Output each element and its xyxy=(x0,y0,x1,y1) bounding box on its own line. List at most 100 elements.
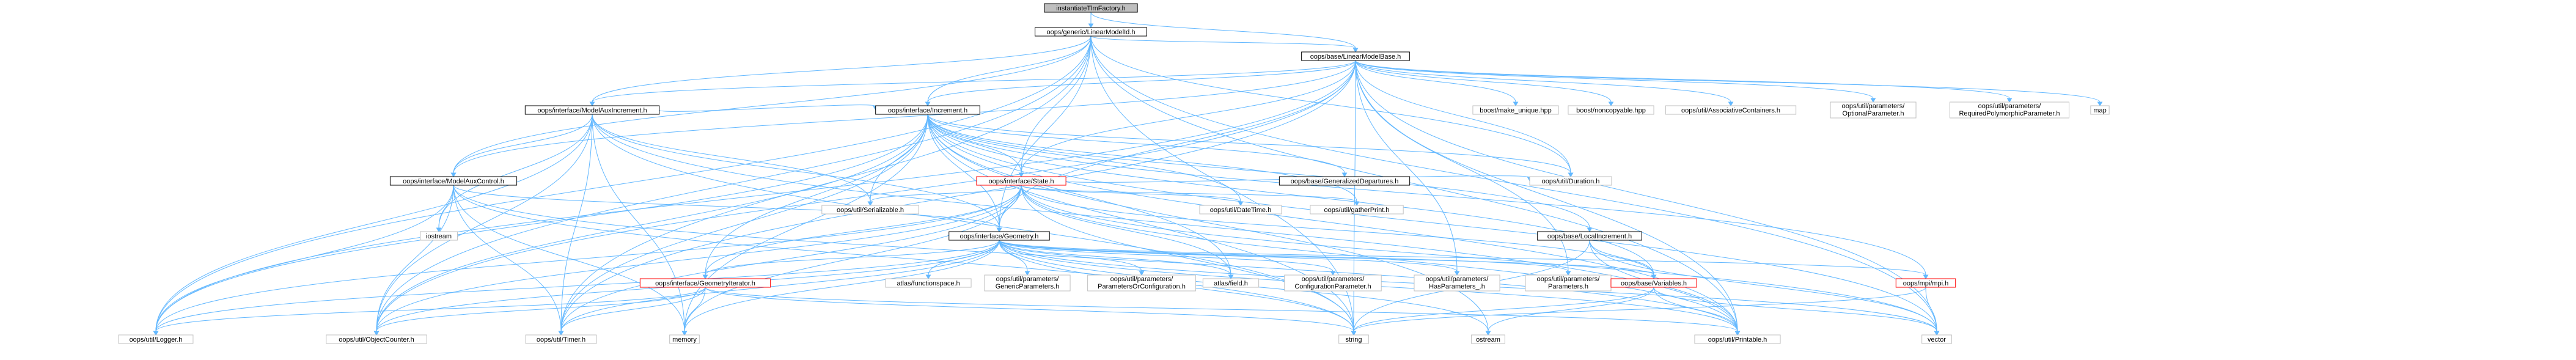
node-linear-model-id[interactable]: oops/generic/LinearModelId.h xyxy=(1035,27,1147,37)
node-gather-print[interactable]: oops/util/gatherPrint.h xyxy=(1310,205,1404,215)
node-label: ConfigurationParameter.h xyxy=(1294,283,1371,290)
node-box xyxy=(1895,278,1956,288)
node-label: oops/interface/Geometry.h xyxy=(960,233,1039,240)
node-box xyxy=(1414,274,1500,292)
node-box xyxy=(1284,274,1382,292)
node-box xyxy=(326,334,427,344)
node-label: oops/util/AssociativeContainers.h xyxy=(1681,107,1780,114)
node-iostream[interactable]: iostream xyxy=(420,231,458,241)
edge-state-to-atlasField xyxy=(1021,185,1234,279)
edge-increment-to-duration xyxy=(927,114,1574,177)
node-vector[interactable]: vector xyxy=(1921,334,1952,344)
node-box xyxy=(389,176,518,186)
edge-variables-to-ostream xyxy=(1485,287,1654,336)
node-make-unique[interactable]: boost/make_unique.hpp xyxy=(1472,105,1559,115)
node-has-parameters[interactable]: oops/util/parameters/HasParameters_.h xyxy=(1414,274,1500,292)
node-box xyxy=(1310,205,1404,215)
node-label: oops/util/parameters/ xyxy=(1426,276,1489,283)
node-parameters[interactable]: oops/util/parameters/Parameters.h xyxy=(1525,274,1612,292)
node-model-aux-increment[interactable]: oops/interface/ModelAuxIncrement.h xyxy=(524,105,660,115)
node-printable[interactable]: oops/util/Printable.h xyxy=(1694,334,1781,344)
node-functionspace[interactable]: atlas/functionspace.h xyxy=(885,278,972,288)
node-label: atlas/field.h xyxy=(1214,280,1248,287)
node-generic-params[interactable]: oops/util/parameters/GenericParameters.h xyxy=(984,274,1071,292)
node-label: HasParameters_.h xyxy=(1429,283,1485,290)
node-assoc-containers[interactable]: oops/util/AssociativeContainers.h xyxy=(1665,105,1797,115)
node-model-aux-control[interactable]: oops/interface/ModelAuxControl.h xyxy=(389,176,518,186)
node-duration[interactable]: oops/util/Duration.h xyxy=(1529,176,1612,186)
edge-linearModelBase-to-vector xyxy=(1355,60,1940,336)
node-box xyxy=(949,231,1050,241)
edge-state-to-dateTime xyxy=(1021,185,1244,206)
node-generalized-departures[interactable]: oops/base/GeneralizedDepartures.h xyxy=(1279,176,1411,186)
node-string[interactable]: string xyxy=(1338,334,1369,344)
edge-geometry-to-paramsOrConfig xyxy=(999,240,1145,276)
node-atlas-field[interactable]: atlas/field.h xyxy=(1202,278,1260,288)
node-box xyxy=(984,274,1071,292)
node-label: oops/util/parameters/ xyxy=(1978,103,2042,110)
node-config-param[interactable]: oops/util/parameters/ConfigurationParame… xyxy=(1284,274,1382,292)
node-date-time[interactable]: oops/util/DateTime.h xyxy=(1199,205,1282,215)
edge-linearModelBase-to-requiredPolyParam xyxy=(1355,60,2013,103)
node-timer[interactable]: oops/util/Timer.h xyxy=(525,334,597,344)
edge-increment-to-localIncrement xyxy=(927,114,1593,232)
node-label: oops/interface/Increment.h xyxy=(888,107,967,114)
node-label: ParametersOrConfiguration.h xyxy=(1098,283,1186,290)
edge-linearModelBase-to-assocContainers xyxy=(1355,60,1734,106)
node-label: oops/base/LinearModelBase.h xyxy=(1310,53,1401,61)
node-memory[interactable]: memory xyxy=(669,334,700,344)
node-state[interactable]: oops/interface/State.h xyxy=(976,176,1066,186)
node-linear-model-base[interactable]: oops/base/LinearModelBase.h xyxy=(1301,51,1410,61)
edge-modelAuxControl-to-iostream xyxy=(436,185,454,232)
node-label: oops/base/Variables.h xyxy=(1621,280,1687,287)
node-map[interactable]: map xyxy=(2090,105,2110,115)
node-label: oops/util/ObjectCounter.h xyxy=(339,336,414,343)
node-logger[interactable]: oops/util/Logger.h xyxy=(118,334,194,344)
node-label: oops/util/Duration.h xyxy=(1542,178,1600,185)
node-noncopyable[interactable]: boost/noncopyable.hpp xyxy=(1568,105,1654,115)
node-label: oops/interface/GeometryIterator.h xyxy=(655,280,755,287)
node-serializable[interactable]: oops/util/Serializable.h xyxy=(821,205,919,215)
node-params-or-config[interactable]: oops/util/parameters/ParametersOrConfigu… xyxy=(1087,274,1196,292)
node-geometry[interactable]: oops/interface/Geometry.h xyxy=(949,231,1050,241)
node-box xyxy=(525,334,597,344)
node-label: oops/mpi/mpi.h xyxy=(1903,280,1949,287)
node-box xyxy=(118,334,194,344)
edge-geometryIterator-to-timer xyxy=(558,287,706,336)
node-box xyxy=(1830,101,1917,119)
node-ostream[interactable]: ostream xyxy=(1471,334,1505,344)
node-label: oops/util/Serializable.h xyxy=(837,207,904,214)
edge-mpi-to-vector xyxy=(1925,287,1940,336)
edge-linearModelId-to-linearModelBase xyxy=(1090,35,1359,53)
node-increment[interactable]: oops/interface/Increment.h xyxy=(875,105,980,115)
node-label: oops/util/parameters/ xyxy=(996,276,1060,283)
node-local-increment[interactable]: oops/base/LocalIncrement.h xyxy=(1537,231,1642,241)
edge-modelAuxControl-to-timer xyxy=(453,185,564,336)
node-label: oops/util/parameters/ xyxy=(1110,276,1174,283)
node-object-counter[interactable]: oops/util/ObjectCounter.h xyxy=(326,334,427,344)
edge-geometry-to-mpi xyxy=(999,240,1929,279)
node-label: oops/util/Printable.h xyxy=(1708,336,1767,343)
edge-geometry-to-configParam xyxy=(999,240,1336,276)
node-box xyxy=(1044,3,1138,13)
node-box xyxy=(821,205,919,215)
edge-linearModelBase-to-logger xyxy=(153,60,1356,336)
node-label: iostream xyxy=(426,233,452,240)
edge-linearModelBase-to-string xyxy=(1351,60,1357,336)
node-root[interactable]: instantiateTlmFactory.h xyxy=(1044,3,1138,13)
edge-increment-to-generalizedDepartures xyxy=(927,114,1348,177)
edge-geometry-to-genericParams xyxy=(999,240,1030,276)
node-required-poly-param[interactable]: oops/util/parameters/RequiredPolymorphic… xyxy=(1950,101,2069,119)
node-box xyxy=(1035,27,1147,37)
node-box xyxy=(1610,278,1697,288)
node-geometry-iterator[interactable]: oops/interface/GeometryIterator.h xyxy=(639,278,771,288)
node-mpi[interactable]: oops/mpi/mpi.h xyxy=(1895,278,1956,288)
node-label: oops/base/LocalIncrement.h xyxy=(1547,233,1632,240)
edge-linearModelBase-to-map xyxy=(1355,60,2103,106)
edge-state-to-serializable xyxy=(867,185,1022,206)
node-label: oops/util/Logger.h xyxy=(130,336,183,343)
node-variables[interactable]: oops/base/Variables.h xyxy=(1610,278,1697,288)
node-label: OptionalParameter.h xyxy=(1843,110,1904,117)
node-optional-param[interactable]: oops/util/parameters/OptionalParameter.h xyxy=(1830,101,1917,119)
node-box xyxy=(1950,101,2069,119)
